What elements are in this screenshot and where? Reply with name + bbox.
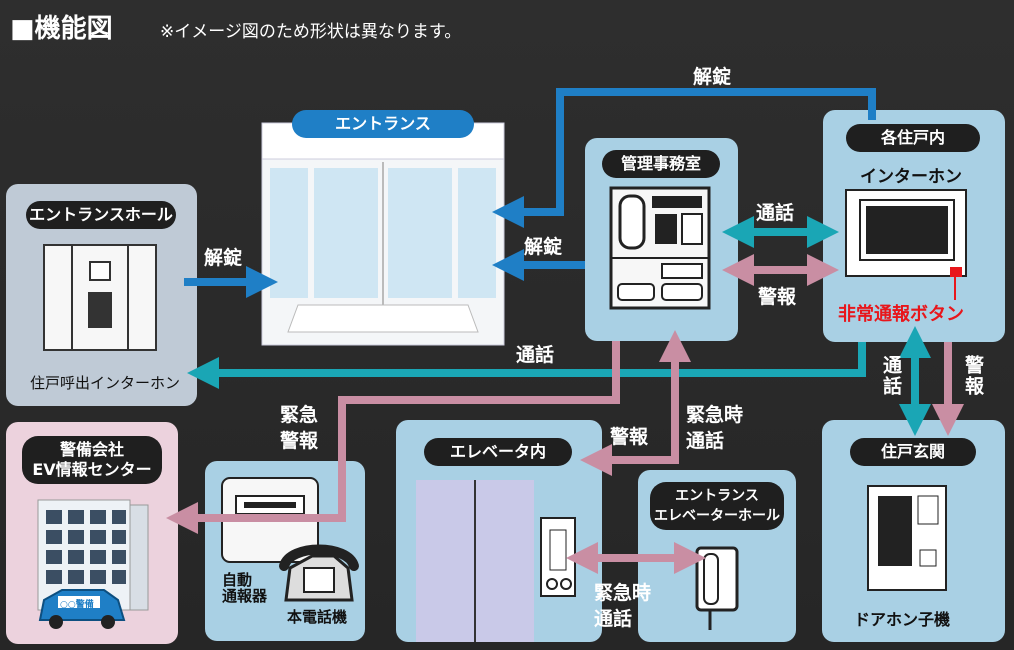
hall-intercom-icon: [695, 546, 739, 630]
unlock-top-arrow: [492, 88, 876, 228]
alarm-mgmt-unit-label: 警報: [758, 286, 797, 308]
emergency-call-bottom-label: 緊急時 通話: [594, 582, 652, 630]
security-company-line2: EV情報センター: [32, 460, 152, 479]
image-note: ※イメージ図のため形状は異なります。: [160, 22, 462, 42]
entrance-doors-icon: [261, 122, 505, 346]
emergency-button-label: 非常通報ボタン: [838, 304, 964, 325]
emergency-alarm-arrow: [166, 341, 620, 534]
emergency-call-top-label: 緊急時 通話: [686, 404, 744, 452]
emergency-alarm-label: 緊急 警報: [280, 404, 319, 452]
management-console-icon: [609, 186, 711, 310]
entrance-label: エントランス: [292, 110, 474, 138]
car-plate: ○○警備: [60, 600, 94, 610]
security-building-icon: [37, 499, 149, 611]
entrance-hall-caption: 住戸呼出インターホン: [30, 374, 181, 392]
telephone-icon: [279, 544, 359, 602]
call-mgmt-unit-label: 通話: [756, 202, 795, 224]
door-phone-label: ドアホン子機: [854, 610, 951, 629]
elevator-hall-line2: エレベーターホール: [654, 508, 780, 524]
entrance-hall-label: エントランスホール: [26, 201, 176, 229]
unlock-mid-label: 解錠: [524, 236, 563, 258]
unit-interior-label: 各住戸内: [846, 124, 980, 152]
security-company-label: 警備会社 EV情報センター: [22, 436, 162, 484]
unit-entrance-label: 住戸玄関: [850, 438, 976, 466]
phone-label: 本電話機: [287, 608, 348, 626]
elevator-hall-label: エントランス エレベーターホール: [650, 482, 784, 530]
management-label: 管理事務室: [602, 150, 720, 178]
security-car-icon: [38, 589, 126, 629]
elevator-doors-icon: [416, 480, 576, 642]
call-long-arrow: [187, 342, 866, 389]
security-company-line1: 警備会社: [59, 440, 124, 459]
unit-monitor-icon: [845, 189, 967, 277]
unit-intercom-label: インターホン: [860, 167, 962, 187]
page-title: ■機能図: [10, 14, 113, 44]
elevator-alarm-label: 警報: [610, 426, 649, 448]
elevator-interior-label: エレベータ内: [424, 438, 572, 466]
alarm-vertical-label: 警報: [962, 355, 984, 397]
call-long-label: 通話: [516, 344, 555, 366]
entrance-intercom-icon: [43, 244, 157, 351]
elevator-hall-line1: エントランス: [675, 488, 759, 504]
call-vertical-label: 通話: [880, 355, 902, 397]
unlock-top-label: 解錠: [693, 66, 732, 88]
unlock-left-label: 解錠: [204, 247, 243, 269]
elevator-alarm-arrow: [580, 420, 679, 476]
auto-dialer-label: 自動 通報器: [222, 571, 268, 605]
door-phone-icon: [867, 485, 947, 591]
